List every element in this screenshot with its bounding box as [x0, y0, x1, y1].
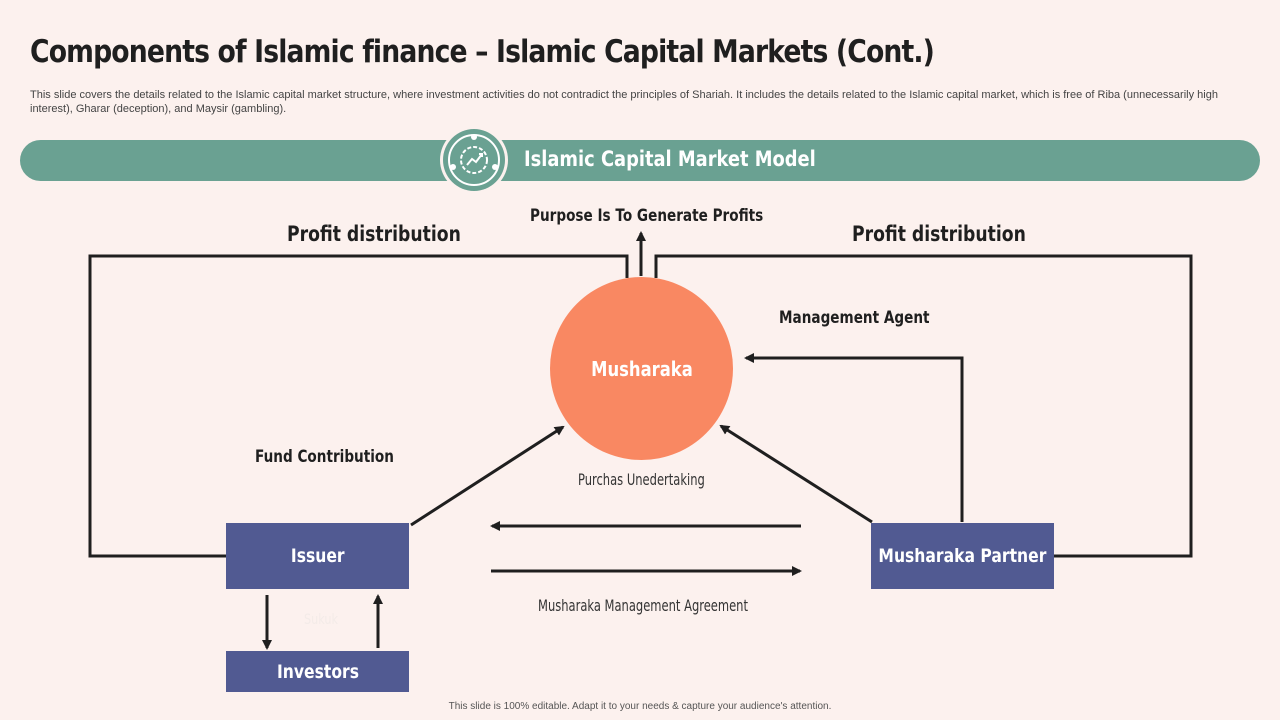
- issuer-box: Issuer: [226, 523, 409, 589]
- musharaka-label: Musharaka: [590, 356, 693, 381]
- growth-gear-icon: [443, 129, 505, 191]
- profit-distribution-left-label: Profit distribution: [287, 222, 461, 246]
- management-agent-arrow: [744, 353, 964, 522]
- partner-to-musharaka-arrow: [719, 424, 873, 524]
- page-description: This slide covers the details related to…: [30, 89, 1218, 115]
- musharaka-partner-box: Musharaka Partner: [871, 523, 1054, 589]
- footer-note: This slide is 100% editable. Adapt it to…: [448, 701, 832, 712]
- investors-label: Investors: [276, 660, 359, 683]
- musharaka-node: Musharaka: [550, 277, 733, 460]
- page-title: Components of Islamic finance – Islamic …: [30, 34, 935, 70]
- sukuk-label: Sukuk: [304, 612, 338, 628]
- fund-contribution-arrow: [410, 425, 565, 527]
- purpose-label: Purpose Is To Generate Profits: [530, 206, 764, 226]
- profit-distribution-right-label: Profit distribution: [852, 222, 1026, 246]
- purchase-undertaking-label: Purchas Unedertaking: [578, 470, 705, 489]
- management-agreement-label: Musharaka Management Agreement: [538, 596, 748, 615]
- profit-distribution-left-line: [88, 254, 629, 558]
- issuer-label: Issuer: [290, 545, 345, 567]
- profit-distribution-right-line: [654, 254, 1193, 558]
- fund-contribution-label: Fund Contribution: [255, 447, 394, 467]
- section-banner: [20, 140, 1260, 181]
- banner-title: Islamic Capital Market Model: [524, 147, 816, 171]
- management-agent-label: Management Agent: [779, 308, 930, 328]
- investors-box: Investors: [226, 651, 409, 692]
- musharaka-partner-label: Musharaka Partner: [878, 545, 1047, 567]
